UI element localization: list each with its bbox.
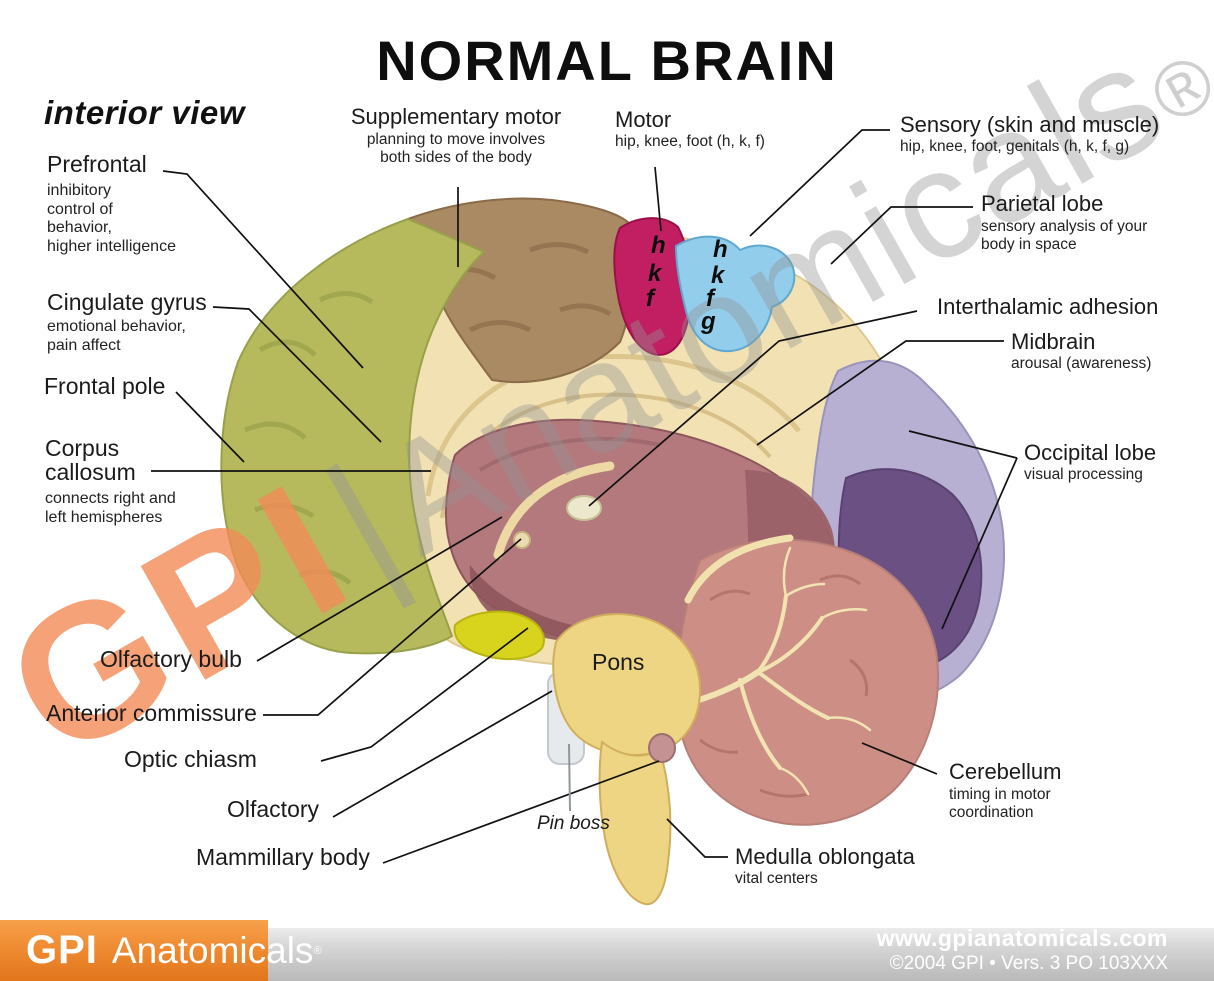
label-pons-title: Pons <box>592 649 645 675</box>
arbor-vitae-tree <box>680 546 872 796</box>
label-cerebellum: Cerebellum timing in motor coordination <box>949 759 1062 822</box>
footer-logo-registered-icon: ® <box>313 944 322 957</box>
page-title: NORMAL BRAIN <box>376 29 838 92</box>
cerebellum-rim <box>684 534 794 604</box>
label-sensory: Sensory (skin and muscle) hip, knee, foo… <box>900 112 1160 156</box>
label-olfactory-bulb-title: Olfactory bulb <box>100 646 242 672</box>
label-medulla: Medulla oblongata vital centers <box>735 844 915 888</box>
view-label: interior view <box>44 94 245 131</box>
footer-logo-anatomicals: Anatomicals <box>111 929 314 971</box>
label-optic-chiasm: Optic chiasm <box>124 747 257 771</box>
cerebellum-region <box>675 538 940 826</box>
label-midbrain: Midbrain arousal (awareness) <box>1011 329 1152 373</box>
sensory-letter-f: f <box>706 285 714 312</box>
label-sensory-title: Sensory (skin and muscle) <box>900 112 1160 137</box>
motor-letter-f: f <box>646 285 654 312</box>
sensory-letter-k: k <box>711 262 725 289</box>
label-motor: Motor hip, knee, foot (h, k, f) <box>615 107 765 151</box>
anterior-commissure-dot <box>513 531 531 549</box>
label-pons: Pons <box>592 650 644 674</box>
label-olfactory-bulb: Olfactory bulb <box>100 647 242 671</box>
label-occipital-title: Occipital lobe <box>1024 440 1157 465</box>
label-pin-boss-title: Pin boss <box>537 813 610 834</box>
label-anterior-commissure: Anterior commissure <box>46 701 257 725</box>
pons-region <box>552 613 702 756</box>
label-parietal-title: Parietal lobe <box>981 191 1104 216</box>
label-pin-boss: Pin boss <box>537 813 610 835</box>
label-frontal-pole: Frontal pole <box>44 374 165 398</box>
label-medulla-title: Medulla oblongata <box>735 844 915 869</box>
footer-copyright: ©2004 GPI • Vers. 3 PO 103XXX <box>889 953 1168 974</box>
label-occipital: Occipital lobe visual processing <box>1024 440 1157 484</box>
label-parietal: Parietal lobe sensory analysis of your b… <box>981 191 1148 254</box>
mammillary-body-dot <box>648 733 676 763</box>
label-mammillary-title: Mammillary body <box>196 844 370 870</box>
label-prefrontal: Prefrontal inhibitory control of behavio… <box>47 151 176 255</box>
label-interthalamic-title: Interthalamic adhesion <box>937 294 1159 319</box>
motor-letter-k: k <box>648 260 662 287</box>
label-anterior-commissure-title: Anterior commissure <box>46 700 257 726</box>
label-olfactory-title: Olfactory <box>227 796 320 822</box>
label-cingulate-title: Cingulate gyrus <box>47 289 207 315</box>
cerebellum-folds <box>699 574 869 798</box>
motor-letter-h: h <box>651 232 666 259</box>
footer-website: www.gpianatomicals.com <box>876 925 1168 951</box>
footer-logo-block: GPI Anatomicals ® <box>0 920 322 981</box>
label-interthalamic: Interthalamic adhesion <box>937 295 1158 318</box>
label-mammillary: Mammillary body <box>196 845 370 869</box>
label-midbrain-title: Midbrain <box>1011 329 1096 354</box>
label-motor-title: Motor <box>615 107 672 132</box>
label-frontal-pole-title: Frontal pole <box>44 373 166 399</box>
label-optic-chiasm-title: Optic chiasm <box>124 746 257 772</box>
sensory-letter-h: h <box>713 236 728 263</box>
label-olfactory: Olfactory <box>227 797 319 821</box>
footer-right-text: www.gpianatomicals.com ©2004 GPI • Vers.… <box>877 925 1168 975</box>
medulla-region <box>598 740 672 906</box>
sensory-letter-g: g <box>701 308 716 335</box>
interthalamic-adhesion-dot <box>566 495 602 521</box>
label-corpus-callosum: Corpus callosum connects right and left … <box>45 435 176 526</box>
footer-logo-gpi: GPI <box>26 928 98 972</box>
label-cingulate: Cingulate gyrus emotional behavior, pain… <box>47 289 207 354</box>
label-supplementary-motor-title: Supplementary motor <box>350 104 562 129</box>
label-supplementary-motor: Supplementary motor planning to move inv… <box>338 105 574 167</box>
label-cerebellum-title: Cerebellum <box>949 759 1062 784</box>
label-prefrontal-title: Prefrontal <box>47 151 147 177</box>
